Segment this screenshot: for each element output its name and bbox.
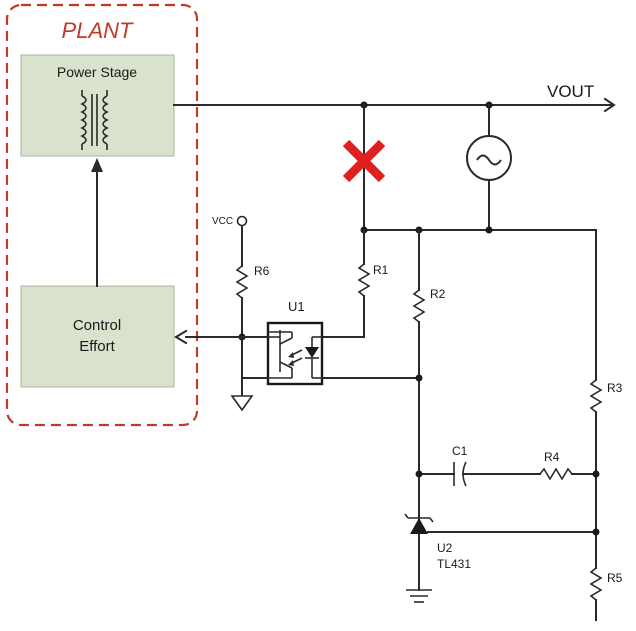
resistor-r4 — [539, 467, 573, 481]
control-effort-label-1: Control — [73, 317, 121, 334]
red-x-icon — [342, 139, 386, 183]
plant-title: PLANT — [62, 18, 134, 43]
transformer-icon — [80, 90, 109, 150]
r3-label: R3 — [607, 381, 623, 395]
vcc-label: VCC — [212, 216, 233, 227]
resistor-r5 — [589, 567, 603, 621]
r6-label: R6 — [254, 264, 270, 278]
ground-icon — [406, 533, 432, 603]
r2-label: R2 — [430, 287, 446, 301]
control-to-power-arrow — [91, 158, 103, 287]
resistor-r1 — [321, 229, 371, 338]
r4-label: R4 — [544, 450, 560, 464]
u2-label: U2 — [437, 541, 453, 555]
power-stage-label: Power Stage — [57, 64, 137, 80]
u2-part-label: TL431 — [437, 557, 471, 571]
control-effort-block: Control Effort — [20, 285, 175, 388]
feedback-arrow — [174, 329, 269, 345]
vout-label: VOUT — [547, 82, 594, 101]
opto-ground-icon — [230, 336, 269, 412]
power-stage-block: Power Stage — [20, 54, 175, 157]
resistor-r3 — [589, 229, 603, 569]
control-effort-label-2: Effort — [79, 338, 115, 355]
plant-boundary — [5, 3, 199, 427]
r1-label: R1 — [373, 263, 389, 277]
shunt-regulator-u2 — [404, 513, 597, 534]
optocoupler-u1 — [266, 321, 324, 386]
resistor-r6 — [235, 225, 249, 338]
c1-label: C1 — [452, 444, 468, 458]
u1-label: U1 — [288, 299, 305, 314]
vout-rail — [173, 97, 616, 113]
ac-source-icon — [466, 135, 512, 181]
vcc-terminal — [236, 215, 248, 227]
r5-label: R5 — [607, 571, 623, 585]
